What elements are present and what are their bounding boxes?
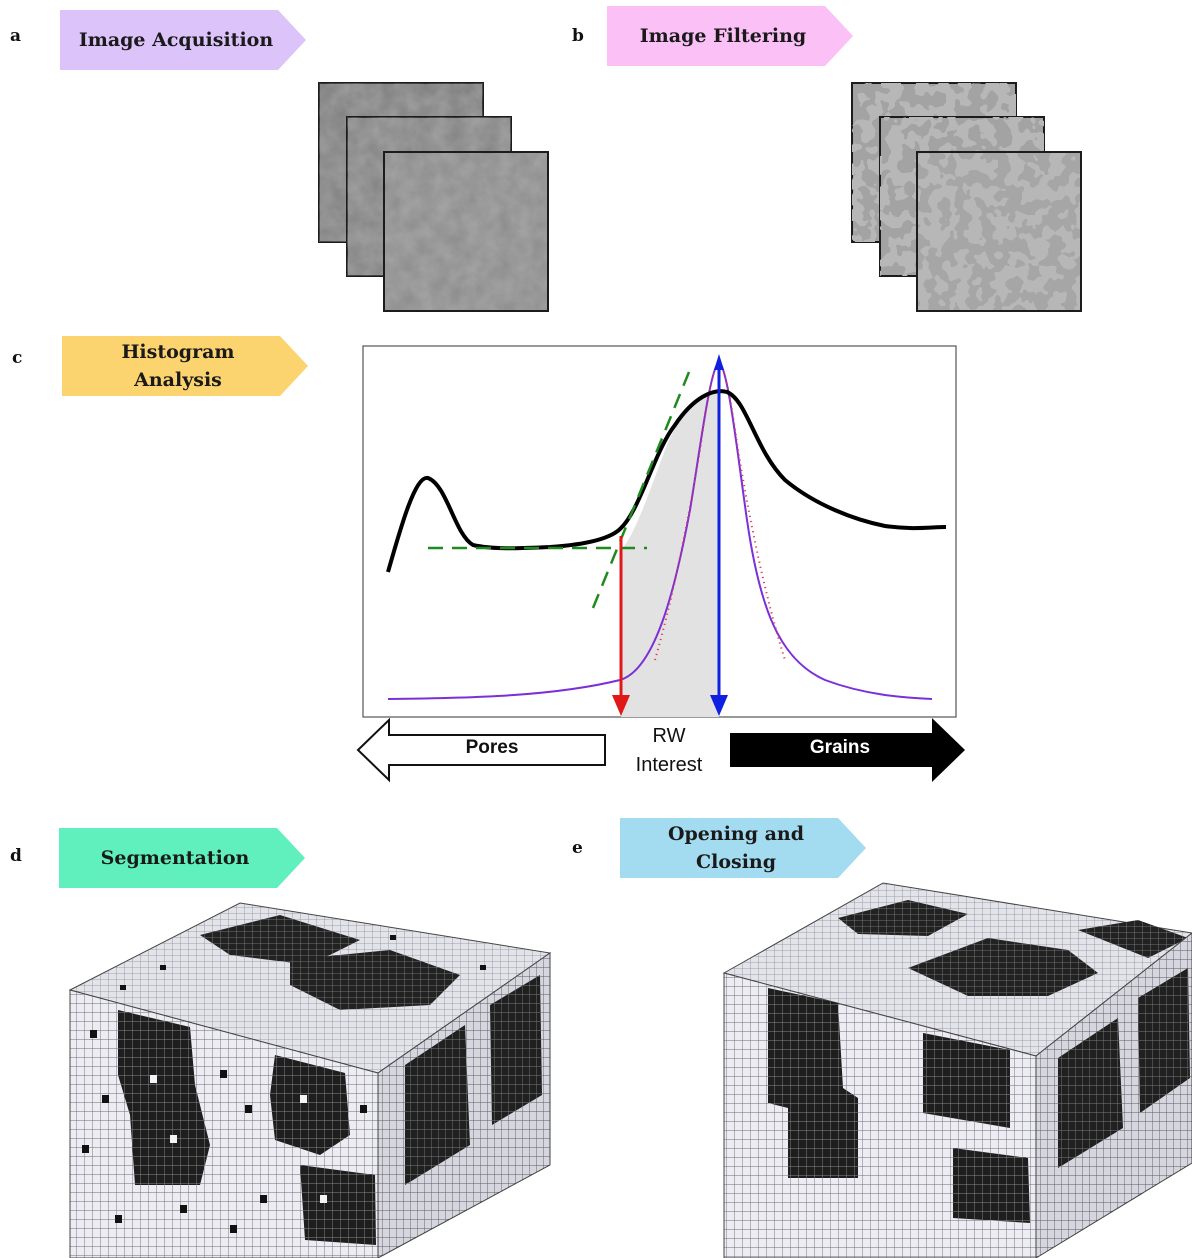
noise-white-voxels [150, 1075, 327, 1203]
front-pore-region-3 [953, 1148, 1030, 1223]
pores-arrow [356, 717, 606, 783]
rw-interest-label: RW Interest [610, 722, 728, 780]
opening-closing-banner: Opening and Closing [620, 818, 866, 878]
filtered-slice-stack [851, 82, 1082, 312]
raw-slice-front [383, 151, 549, 312]
image-acquisition-title: Image Acquisition [78, 29, 274, 51]
opening-closing-title: Opening and Closing [620, 818, 852, 878]
front-pore-region-3 [300, 1165, 376, 1245]
histogram-plot [356, 345, 965, 783]
segmentation-voxel-cube [68, 902, 552, 1258]
top-pore-region-2 [290, 950, 460, 1010]
panel-a-letter: a [10, 26, 22, 46]
right-pore-region-2 [490, 975, 542, 1125]
segmentation-title: Segmentation [100, 847, 250, 869]
right-pore-region-2 [1138, 968, 1190, 1113]
panel-d-letter: d [10, 846, 22, 866]
peak-arrow-head [710, 695, 728, 716]
histogram-analysis-title: Histogram Analysis [62, 336, 294, 396]
top-pore-region-1 [838, 900, 968, 936]
image-filtering-banner: Image Filtering [607, 6, 853, 66]
filtered-slice-front [916, 151, 1082, 312]
rw-line2: Interest [635, 754, 703, 776]
right-pore-region-1 [405, 1025, 470, 1185]
top-pore-region-1 [200, 915, 360, 965]
segmentation-banner: Segmentation [59, 828, 305, 888]
histogram-curve [386, 389, 947, 573]
noise-voxels [82, 935, 486, 1233]
opening-closing-voxel-cube [722, 882, 1192, 1258]
top-pore-region-3 [1078, 920, 1188, 958]
panel-b-letter: b [572, 26, 584, 46]
image-acquisition-banner: Image Acquisition [60, 10, 306, 70]
grains-arrow [730, 718, 965, 782]
panel-c-letter: c [12, 348, 23, 368]
threshold-arrow-head [612, 695, 630, 716]
rw-line1: RW [652, 725, 686, 747]
rw-shaded-region [621, 392, 719, 717]
front-pore-region-2 [923, 1033, 1010, 1128]
peak-arrow-top [714, 354, 724, 370]
opening-closing-line1: Opening and [667, 823, 805, 845]
grains-label: Grains [809, 737, 871, 758]
histogram-title-line2: Analysis [134, 369, 222, 391]
front-pore-region-1 [768, 988, 858, 1178]
histogram-title-line1: Histogram [121, 341, 235, 363]
opening-closing-line2: Closing [695, 851, 777, 873]
image-filtering-title: Image Filtering [639, 25, 807, 47]
top-pore-region-2 [908, 938, 1098, 996]
pores-label: Pores [465, 737, 519, 758]
banner-shape [60, 10, 306, 70]
right-pore-region-1 [1058, 1018, 1123, 1168]
panel-e-letter: e [572, 838, 583, 858]
front-pore-region-2 [270, 1055, 350, 1155]
front-pore-region-1 [118, 1010, 210, 1185]
histogram-analysis-banner: Histogram Analysis [62, 336, 308, 396]
raw-slice-stack [318, 82, 549, 312]
slope-tangent [591, 371, 691, 609]
